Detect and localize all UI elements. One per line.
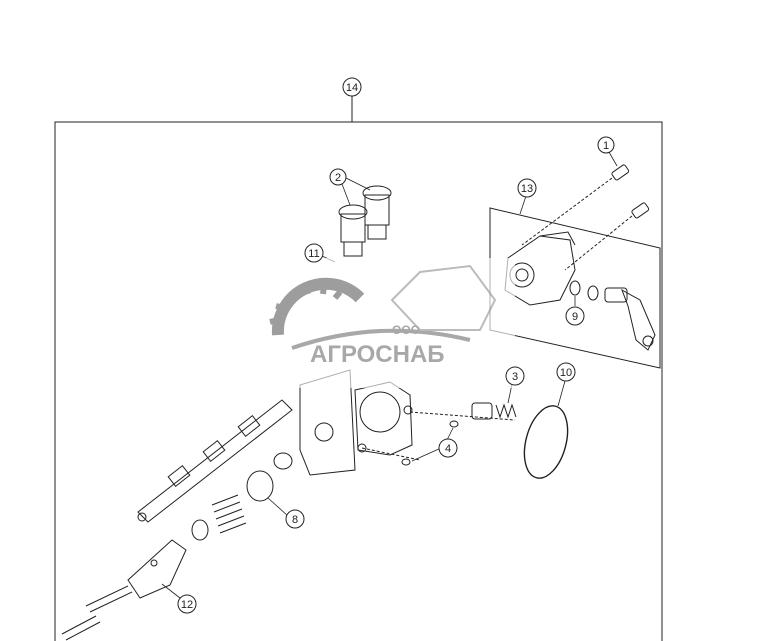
callout-10-leader bbox=[557, 380, 566, 407]
callout-8-leader bbox=[267, 497, 289, 517]
callout-8: 8 bbox=[285, 509, 305, 529]
callout-2: 2 bbox=[329, 168, 347, 186]
callout-10-label: 10 bbox=[560, 367, 572, 379]
callout-11: 11 bbox=[304, 243, 324, 263]
valve-cartridge-part bbox=[338, 185, 392, 257]
watermark-small-text: ООО bbox=[392, 323, 420, 337]
housing-cover-part bbox=[504, 231, 576, 306]
callout-11-label: 11 bbox=[308, 248, 319, 260]
callout-4: 4 bbox=[438, 438, 458, 458]
callout-2-leader-b bbox=[341, 183, 351, 206]
callout-13-leader bbox=[519, 195, 527, 215]
subassembly-panel bbox=[489, 207, 661, 369]
callout-8-label: 8 bbox=[292, 514, 298, 526]
callout-3-label: 3 bbox=[512, 371, 518, 383]
callout-4-leader-b bbox=[446, 427, 454, 441]
callout-1-leader bbox=[608, 151, 618, 167]
spool-part bbox=[137, 399, 293, 523]
end-cap-part bbox=[61, 539, 187, 641]
washer-lever-part bbox=[569, 280, 656, 351]
o-ring-part bbox=[523, 405, 569, 479]
assembly-frame bbox=[54, 121, 663, 641]
callout-10: 10 bbox=[556, 362, 576, 382]
callout-3: 3 bbox=[505, 366, 525, 386]
seal-part bbox=[401, 420, 459, 466]
callout-13: 13 bbox=[517, 178, 537, 198]
callout-2-leader bbox=[345, 177, 371, 191]
callout-1: 1 bbox=[597, 136, 615, 154]
spring-retainer-part bbox=[191, 452, 293, 541]
callout-12-label: 12 bbox=[181, 599, 193, 611]
callout-13-label: 13 bbox=[521, 183, 533, 195]
callout-12-leader bbox=[161, 583, 181, 599]
callout-12: 12 bbox=[177, 594, 197, 614]
callout-4-label: 4 bbox=[445, 443, 451, 455]
plug-spring-part bbox=[471, 402, 517, 420]
callout-9-label: 9 bbox=[572, 311, 578, 323]
callout-9: 9 bbox=[565, 306, 585, 326]
callout-4-leader bbox=[411, 447, 442, 462]
bolt-part bbox=[521, 164, 650, 271]
callout-2-label: 2 bbox=[335, 172, 341, 184]
callout-14-label: 14 bbox=[346, 82, 358, 94]
callout-1-label: 1 bbox=[603, 140, 609, 152]
callout-14: 14 bbox=[342, 77, 362, 97]
watermark-brand-text: АГРОСНАБ bbox=[310, 341, 445, 368]
watermark-logo: ООО АГРОСНАБ bbox=[245, 258, 515, 388]
